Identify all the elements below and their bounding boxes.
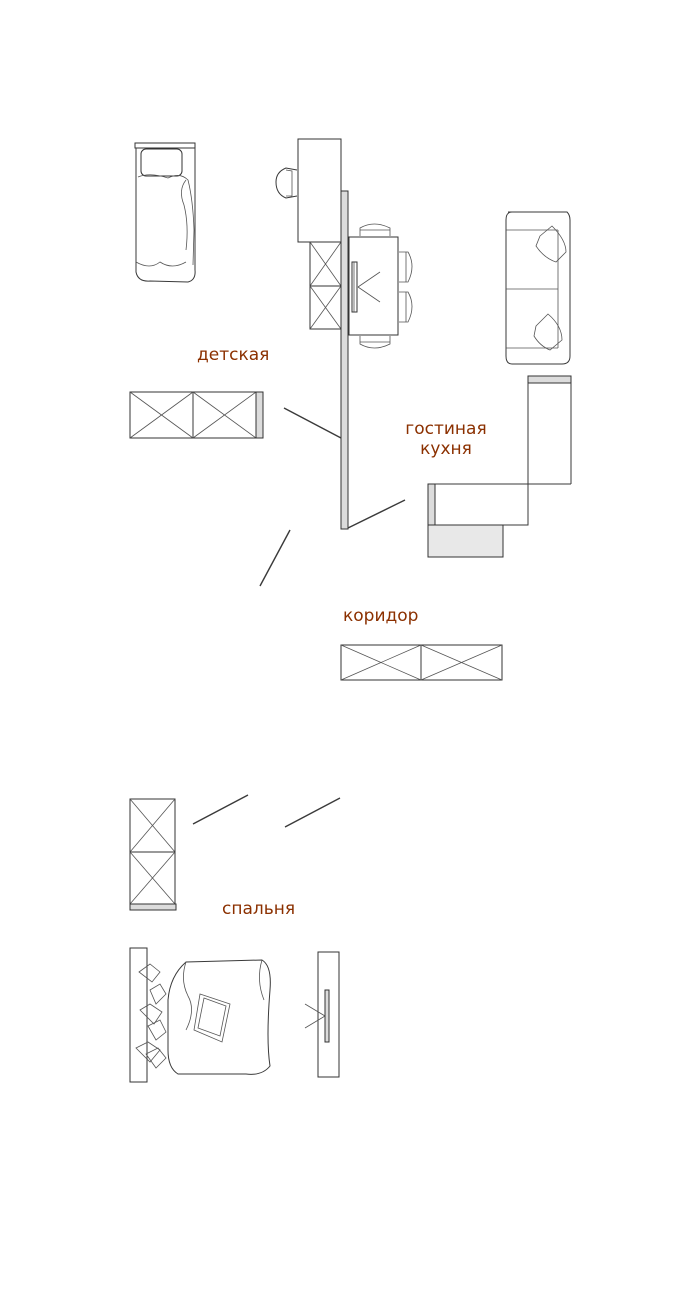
partition-wall xyxy=(340,190,349,530)
wardrobe-corridor xyxy=(340,644,503,681)
door-swing-bedroom-1 xyxy=(192,794,249,825)
door-swing-living xyxy=(347,499,406,529)
room-label-living: гостиная xyxy=(405,419,486,439)
wardrobe-bedroom xyxy=(129,798,177,911)
sofa xyxy=(505,211,571,365)
room-label-corridor: коридор xyxy=(343,606,418,626)
room-label-children: детская xyxy=(197,345,269,365)
shelving-unit xyxy=(309,241,342,330)
dining-table xyxy=(348,223,413,349)
door-swing-entrance xyxy=(259,529,291,587)
room-label-kitchen: кухня xyxy=(420,439,472,459)
door-swing-children xyxy=(283,407,342,439)
tv-stand-bedroom xyxy=(304,951,340,1078)
room-label-bedroom: спальня xyxy=(222,899,295,919)
double-bed xyxy=(129,947,271,1083)
door-swing-bedroom-2 xyxy=(284,797,341,828)
kitchen-counter xyxy=(427,375,572,558)
wardrobe-children xyxy=(129,391,264,439)
desk-unit xyxy=(275,138,342,243)
single-bed xyxy=(134,142,196,283)
